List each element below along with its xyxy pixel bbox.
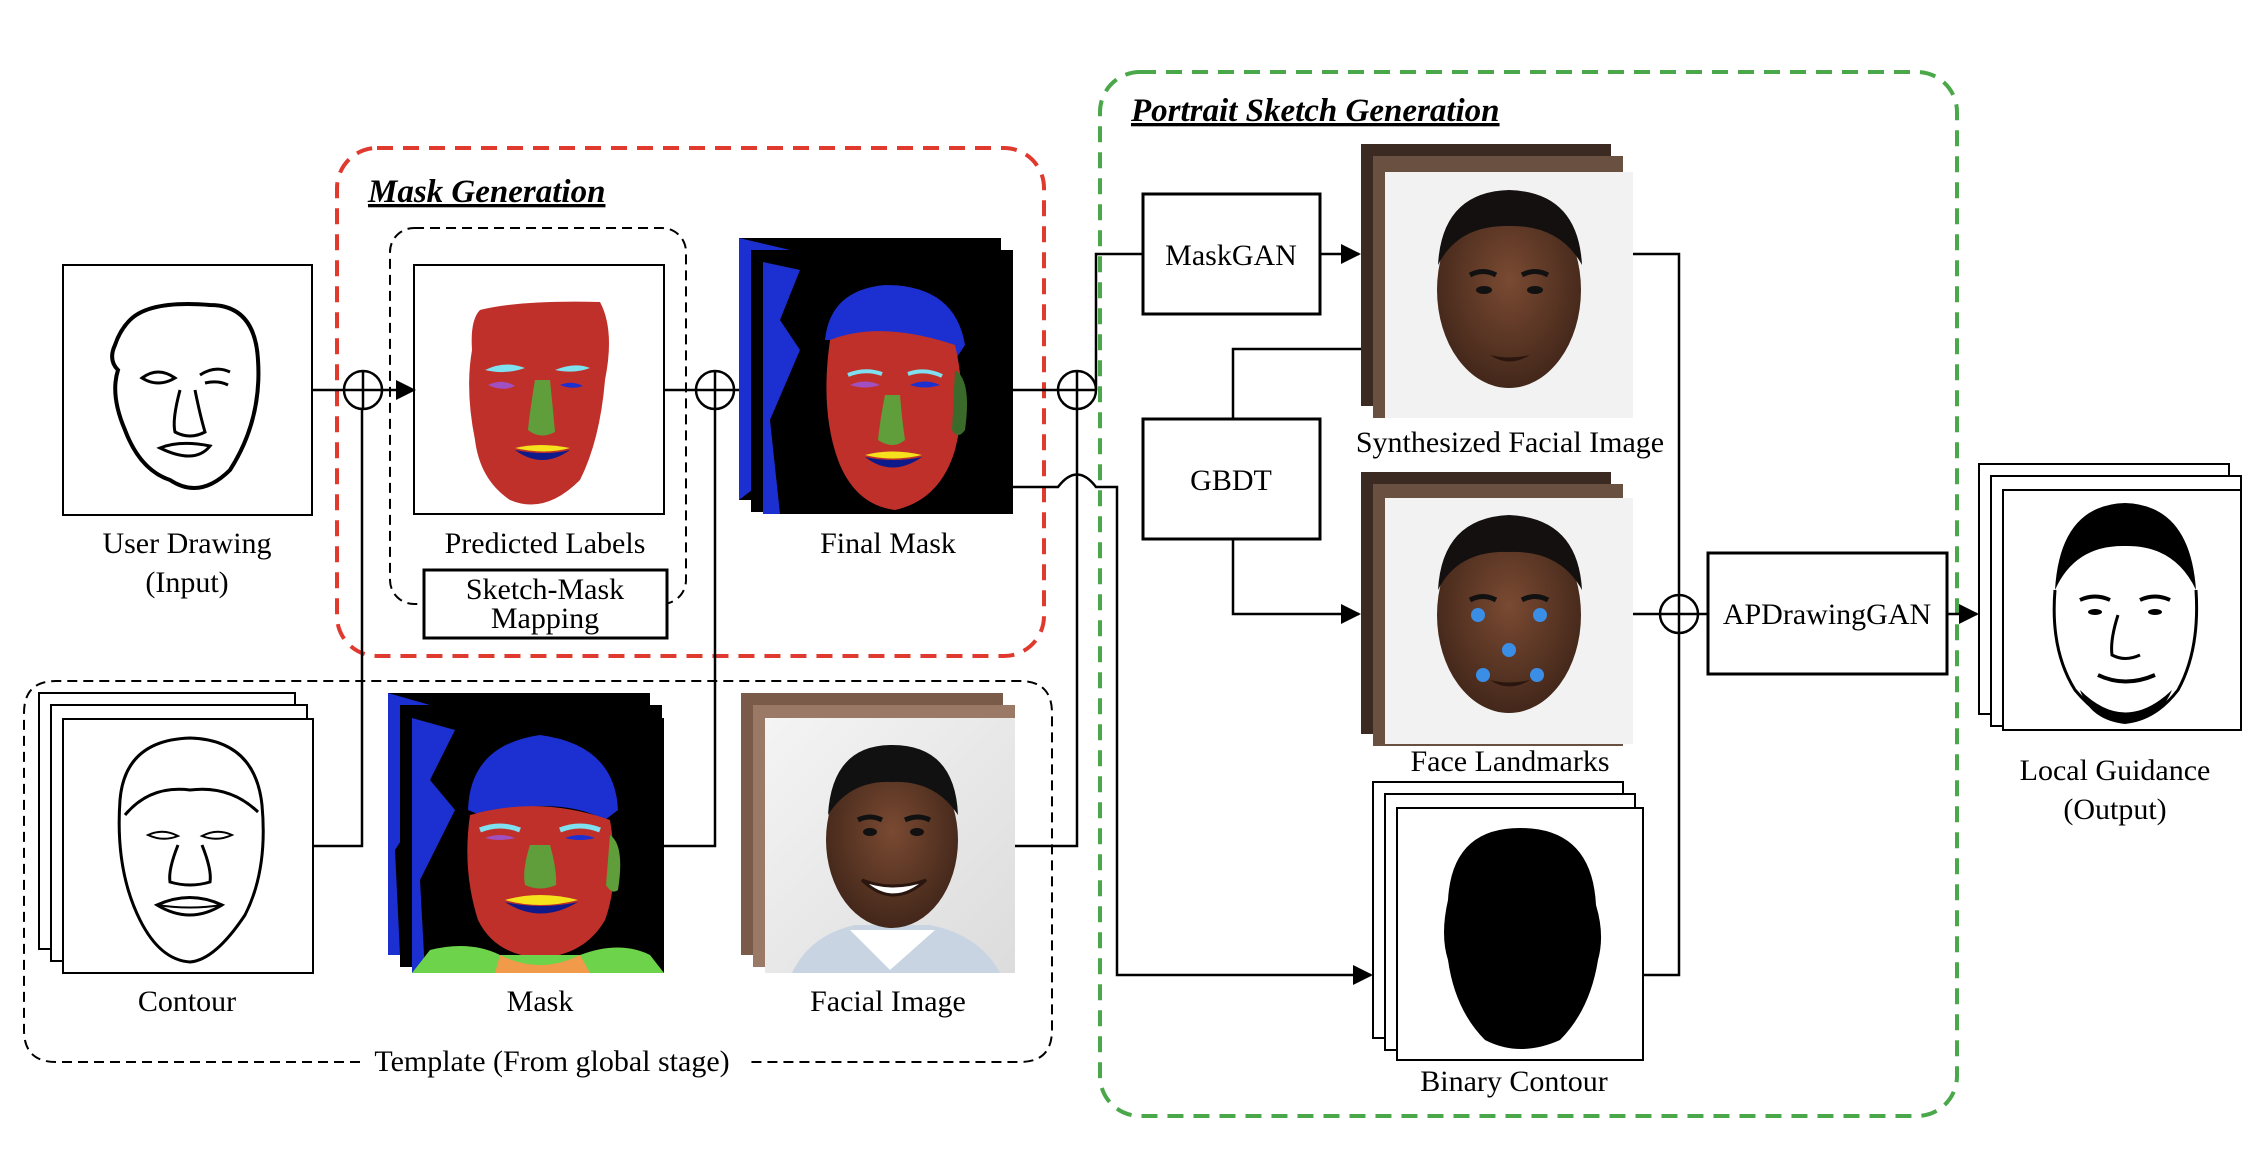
binary-head-silhouette (1444, 828, 1602, 1049)
sum-node-3 (1056, 369, 1098, 411)
binary-contour-label: Binary Contour (1420, 1065, 1608, 1098)
sketch-mask-mapping-label-2: Mapping (491, 602, 599, 635)
synthesized-facial-image-panel (1361, 144, 1633, 418)
user-drawing-label: User Drawing (102, 527, 271, 560)
local-guidance-panel (1978, 463, 2242, 731)
template-group-border (23, 680, 1053, 1063)
user-drawing-sublabel: (Input) (145, 566, 228, 599)
landmark-right-eye (1533, 608, 1547, 622)
contour-panel (38, 692, 314, 974)
sum-node-2 (694, 369, 736, 411)
portrait-sketch-generation-title: Portrait Sketch Generation (1130, 93, 1500, 129)
sum-node-4 (1658, 593, 1700, 635)
landmark-mouth-left (1476, 668, 1490, 682)
sum-node-1 (342, 369, 384, 411)
facial-image-panel (741, 693, 1015, 973)
maskgan-label: MaskGAN (1165, 239, 1297, 272)
template-face (826, 752, 958, 928)
sketch-mask-mapping-label-1: Sketch-Mask (466, 573, 624, 606)
facial-image-label: Facial Image (810, 985, 966, 1018)
template-group-label: Template (From global stage) (374, 1045, 729, 1078)
mask-panel (388, 693, 664, 973)
binary-contour-panel (1372, 781, 1644, 1061)
apdrawinggan-box (1706, 551, 1949, 676)
face-landmarks-panel (1361, 472, 1633, 746)
user-drawing-panel (62, 264, 313, 516)
synthesized-facial-image-label: Synthesized Facial Image (1356, 426, 1664, 459)
final-mask-panel (739, 238, 1013, 514)
landmark-nose (1502, 643, 1516, 657)
final-mask-label: Final Mask (820, 527, 956, 560)
sketch-mask-mapping-box (422, 568, 669, 640)
landmark-left-eye (1471, 608, 1485, 622)
contour-label: Contour (138, 985, 236, 1018)
predicted-labels-panel (413, 264, 665, 515)
mask-generation-group-border (335, 146, 1046, 658)
predicted-labels-label: Predicted Labels (445, 527, 646, 560)
local-guidance-sublabel: (Output) (2063, 793, 2166, 826)
connectors (312, 244, 1979, 985)
face-landmarks-label: Face Landmarks (1410, 745, 1609, 778)
mask-label: Mask (507, 985, 574, 1018)
gbdt-label: GBDT (1190, 464, 1272, 497)
mask-generation-title: Mask Generation (367, 174, 605, 210)
local-guidance-label: Local Guidance (2020, 754, 2211, 787)
apdrawinggan-label: APDrawingGAN (1723, 598, 1931, 631)
gbdt-box (1141, 417, 1322, 541)
maskgan-box (1141, 192, 1322, 316)
landmark-mouth-right (1530, 668, 1544, 682)
